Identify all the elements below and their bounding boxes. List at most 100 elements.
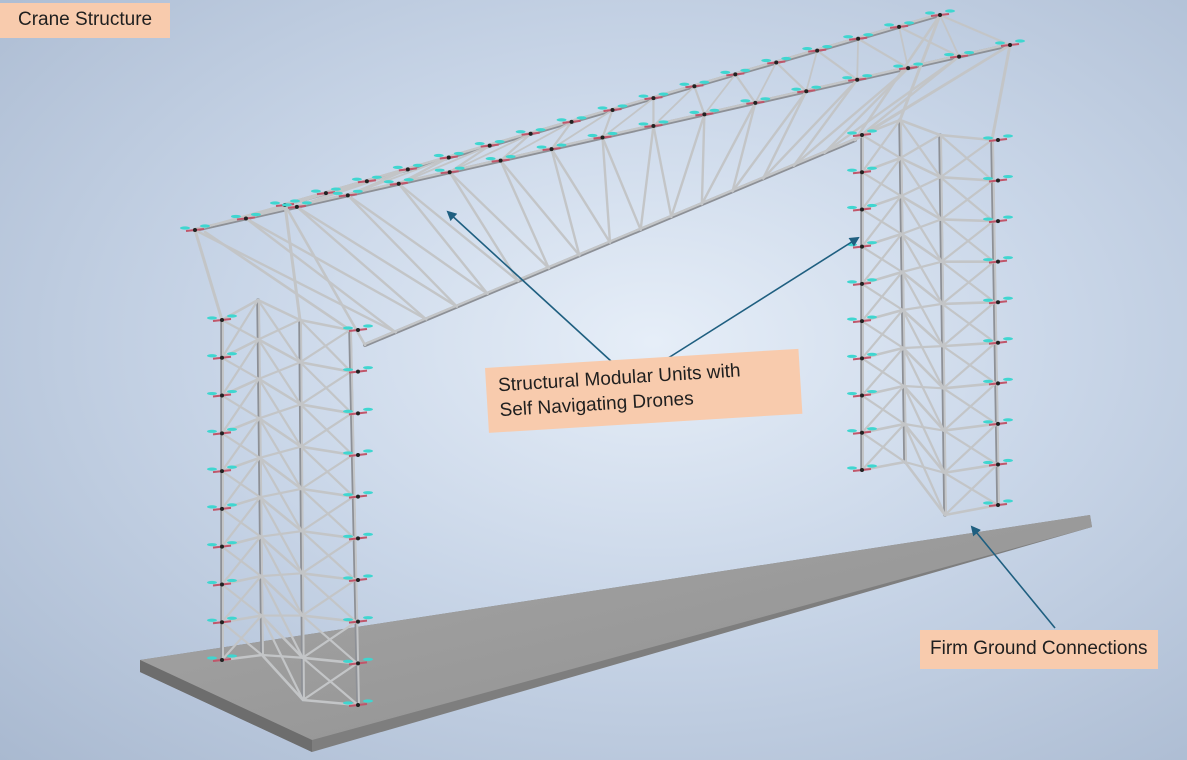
truss-member: [860, 118, 902, 174]
truss-member: [943, 463, 999, 475]
truss-member: [259, 535, 304, 575]
truss-member: [900, 194, 943, 263]
truss-member: [792, 66, 910, 167]
truss-member: [220, 298, 260, 359]
truss-member: [499, 159, 581, 257]
truss-member: [550, 147, 581, 257]
drone-unit: [207, 578, 237, 587]
drone-unit: [925, 9, 955, 17]
truss-member: [700, 113, 706, 206]
truss-member: [301, 578, 357, 617]
truss-member: [903, 422, 947, 517]
truss-member: [731, 90, 808, 193]
truss-member: [940, 134, 947, 516]
truss-member: [754, 61, 778, 104]
drone-unit: [180, 224, 210, 232]
drone-unit: [983, 174, 1013, 183]
truss-member: [258, 417, 303, 448]
truss-member: [300, 453, 354, 490]
drone-unit: [884, 21, 915, 29]
drone-unit: [515, 128, 546, 136]
truss-member: [220, 377, 261, 397]
truss-member: [992, 139, 1000, 506]
truss-member: [903, 422, 946, 475]
truss-member: [220, 377, 260, 435]
truss-member: [902, 346, 945, 432]
truss-member: [901, 302, 944, 312]
drone-unit: [740, 97, 771, 105]
truss-member: [245, 180, 368, 220]
truss-member: [299, 412, 353, 448]
drone-unit: [343, 616, 373, 624]
truss-member: [939, 175, 994, 182]
drone-unit: [983, 337, 1013, 345]
truss-member: [900, 270, 944, 306]
drone-unit: [893, 62, 924, 71]
truss-member: [941, 301, 996, 348]
truss-member: [860, 270, 904, 323]
drone-units: [180, 9, 1025, 707]
truss-member: [942, 382, 998, 390]
truss-member: [258, 456, 303, 491]
truss-member: [346, 194, 459, 308]
truss-member: [939, 218, 995, 223]
truss-member: [260, 653, 305, 702]
truss-member: [805, 49, 819, 93]
truss-member: [220, 456, 262, 473]
drone-unit: [791, 85, 822, 94]
drone-unit: [434, 166, 465, 175]
truss-member: [761, 90, 808, 180]
truss-member: [397, 182, 520, 283]
truss-member: [898, 118, 942, 179]
truss-member: [853, 13, 942, 142]
drone-unit: [207, 352, 237, 360]
drone-unit: [587, 131, 618, 140]
truss-member: [860, 43, 1012, 137]
truss-member: [550, 120, 573, 151]
truss-member: [939, 14, 960, 58]
truss-member: [300, 495, 355, 533]
truss-member: [900, 218, 943, 236]
ground-arrow: [970, 525, 1056, 629]
truss-member: [601, 97, 655, 139]
truss-member: [499, 159, 550, 270]
truss-member: [902, 345, 944, 350]
truss-member: [258, 445, 303, 459]
drone-unit: [343, 324, 373, 332]
truss-member: [860, 384, 905, 434]
drone-unit: [383, 178, 414, 186]
drone-unit: [847, 166, 877, 175]
truss-member: [901, 308, 945, 390]
truss-member: [257, 361, 302, 380]
drone-unit: [679, 80, 710, 89]
drone-unit: [847, 352, 877, 361]
truss-member: [775, 61, 808, 93]
truss-member: [898, 118, 942, 137]
truss-member: [295, 205, 428, 321]
truss-member: [652, 85, 696, 127]
truss-member: [301, 620, 358, 659]
truss-member: [816, 49, 859, 81]
truss-member: [550, 109, 614, 150]
truss-member: [448, 132, 532, 174]
truss-member: [350, 329, 360, 706]
truss-member: [700, 101, 757, 206]
truss-member: [938, 133, 994, 142]
truss-member: [260, 614, 304, 660]
truss-member: [901, 270, 944, 348]
truss-member: [860, 308, 904, 360]
truss-member: [499, 120, 573, 162]
drone-unit: [207, 503, 237, 511]
truss-member: [220, 417, 261, 435]
drone-unit: [485, 155, 516, 163]
drone-unit: [230, 212, 261, 221]
truss-member: [295, 205, 459, 308]
drone-unit: [638, 120, 669, 128]
truss-member: [902, 384, 946, 432]
truss-member: [734, 73, 757, 104]
drone-unit: [343, 366, 373, 374]
truss-member: [670, 113, 706, 219]
drone-unit: [597, 104, 628, 112]
truss-member: [903, 460, 946, 474]
truss-member: [220, 496, 262, 548]
